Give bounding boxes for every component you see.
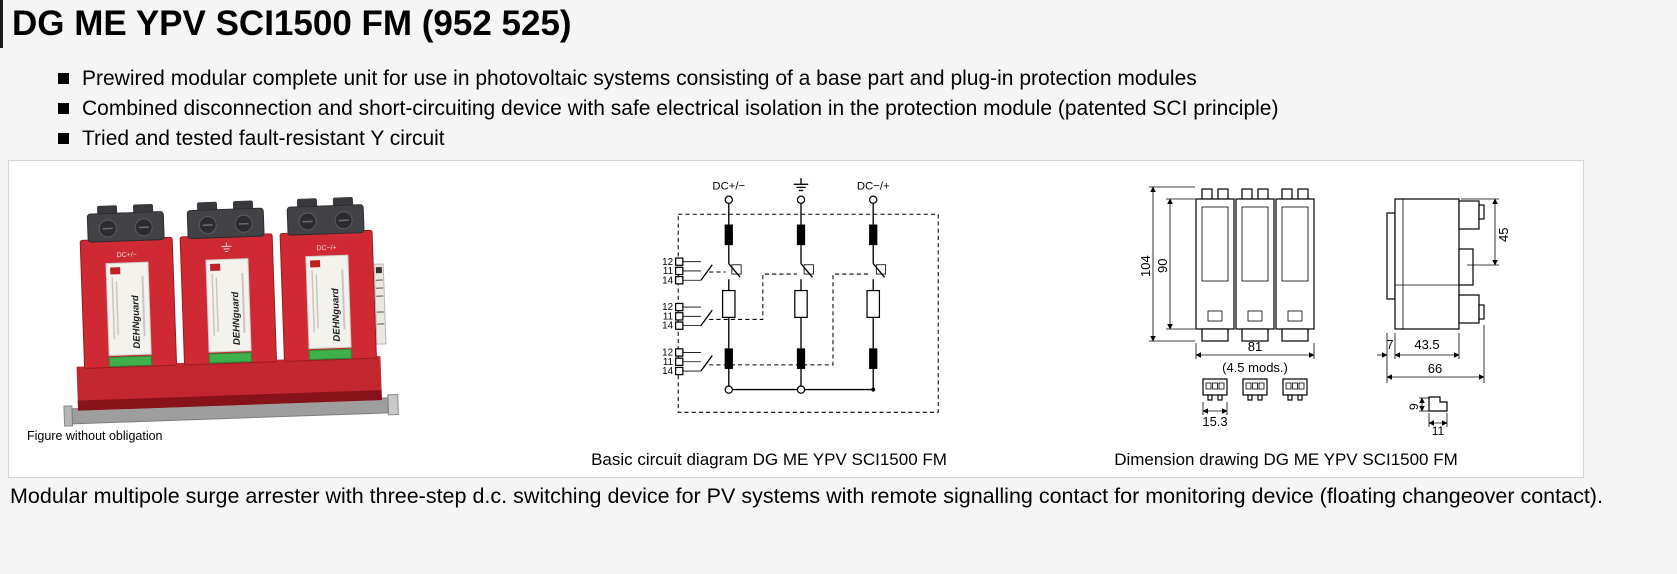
dehn-logo-mark	[210, 263, 221, 271]
protection-module: DC+/− DEHNguard	[79, 204, 178, 369]
contact-number: 14	[662, 366, 673, 377]
contact-number: 11	[663, 357, 673, 368]
base-shadow	[77, 390, 382, 411]
module-label	[205, 258, 252, 353]
junction-dot	[871, 387, 876, 392]
circuit-diagram: DC+/− DC−/+	[641, 175, 961, 435]
photo-caption: Figure without obligation	[27, 429, 163, 443]
side-height-dimension: 45	[1461, 198, 1511, 266]
protection-module: DEHNguard	[179, 200, 277, 366]
circuit-caption: Basic circuit diagram DG ME YPV SCI1500 …	[591, 450, 947, 469]
dc-plus-label: DC+/−	[712, 180, 745, 192]
dim-depth-front: 7	[1386, 337, 1393, 352]
module-label	[105, 261, 152, 357]
figure-panel: DC+/− DEHNguard	[8, 160, 1584, 478]
side-barcode-label	[373, 263, 387, 345]
contact-number: 12	[662, 348, 673, 359]
module-top-label: DC+/−	[116, 252, 136, 260]
status-indicator-green	[308, 348, 352, 361]
foot-detail: 9 11	[1407, 396, 1448, 438]
dim-detail-width: 11	[1432, 424, 1445, 437]
dimension-drawing: 104 90 81 (4.5 mods.)	[1137, 165, 1517, 438]
dehn-logo-mark	[310, 260, 321, 268]
feature-item: Tried and tested fault-resistant Y circu…	[58, 124, 1278, 154]
terminal	[724, 195, 734, 204]
dim-connector-width: 15.3	[1202, 414, 1227, 429]
signalling-contact-group: 12 11 14	[662, 273, 797, 332]
feature-text: Prewired modular complete unit for use i…	[82, 67, 1197, 90]
contact-number: 12	[662, 257, 673, 268]
protection-module: DC−/+ DEHNguard	[279, 197, 377, 362]
feature-text: Combined disconnection and short-circuit…	[82, 97, 1279, 120]
terminal	[724, 385, 734, 394]
product-photo: DC+/− DEHNguard	[39, 169, 439, 429]
page-edge-mark	[0, 0, 3, 48]
status-indicator-green	[108, 355, 153, 368]
dimension-drawing-figure: 104 90 81 (4.5 mods.)	[1138, 186, 1511, 438]
dim-total-height: 104	[1138, 255, 1153, 277]
module-brand-label: DEHNguard	[130, 295, 143, 349]
front-view	[1195, 188, 1315, 342]
contact-number: 11	[663, 311, 673, 322]
signalling-contact-group: 12 11 14	[662, 273, 870, 377]
feature-text: Tried and tested fault-resistant Y circu…	[82, 127, 445, 150]
page-title: DG ME YPV SCI1500 FM (952 525)	[12, 4, 572, 43]
connector-blocks: 15.3	[1202, 378, 1308, 429]
dim-width: 81	[1248, 339, 1262, 354]
bullet-square-icon	[58, 133, 69, 144]
feature-list: Prewired modular complete unit for use i…	[58, 64, 1278, 154]
dim-depth-total: 66	[1428, 361, 1442, 376]
dim-body-height: 90	[1155, 259, 1170, 273]
dehn-logo-mark	[110, 267, 121, 275]
height-dimensions: 104 90	[1138, 186, 1195, 342]
ground-symbol-icon	[793, 178, 809, 192]
contact-number: 14	[662, 275, 673, 286]
product-photo-drawing: DC+/− DEHNguard	[63, 197, 399, 427]
din-rail-end	[63, 405, 74, 427]
status-indicator-green	[208, 352, 253, 364]
din-rail-end	[387, 393, 399, 416]
circuit-diagram-drawing: DC+/− DC−/+	[662, 178, 939, 413]
contact-number: 11	[663, 266, 673, 277]
contact-number: 12	[662, 302, 673, 313]
feature-item: Combined disconnection and short-circuit…	[58, 94, 1278, 124]
terminal	[796, 195, 806, 204]
module-brand-label: DEHNguard	[330, 288, 343, 342]
signalling-contact-group: 12 11 14	[662, 257, 726, 286]
width-dimensions: 81 (4.5 mods.)	[1195, 339, 1315, 375]
module-top-label: DC−/+	[316, 245, 336, 253]
contact-number: 14	[662, 321, 673, 332]
protection-branch	[866, 203, 887, 390]
ground-symbol-icon	[221, 242, 232, 252]
terminal	[796, 385, 806, 394]
module-brand-label: DEHNguard	[230, 291, 243, 345]
protection-branch	[794, 203, 814, 390]
dim-side-height: 45	[1496, 228, 1511, 242]
dc-minus-label: DC−/+	[857, 180, 890, 192]
dim-depth-body: 43.5	[1414, 337, 1439, 352]
bullet-square-icon	[58, 103, 69, 114]
dim-width-note: (4.5 mods.)	[1222, 360, 1288, 375]
product-description: Modular multipole surge arrester with th…	[10, 484, 1603, 508]
terminal	[868, 195, 878, 204]
device-boundary	[677, 213, 939, 413]
depth-dimensions: 7 43.5 66	[1377, 325, 1485, 383]
dimension-caption: Dimension drawing DG ME YPV SCI1500 FM	[1114, 450, 1458, 469]
module-label	[305, 254, 352, 350]
feature-item: Prewired modular complete unit for use i…	[58, 64, 1278, 94]
side-view	[1386, 198, 1485, 330]
dim-detail-height: 9	[1407, 403, 1421, 410]
protection-branch	[721, 203, 742, 390]
bullet-square-icon	[58, 73, 69, 84]
